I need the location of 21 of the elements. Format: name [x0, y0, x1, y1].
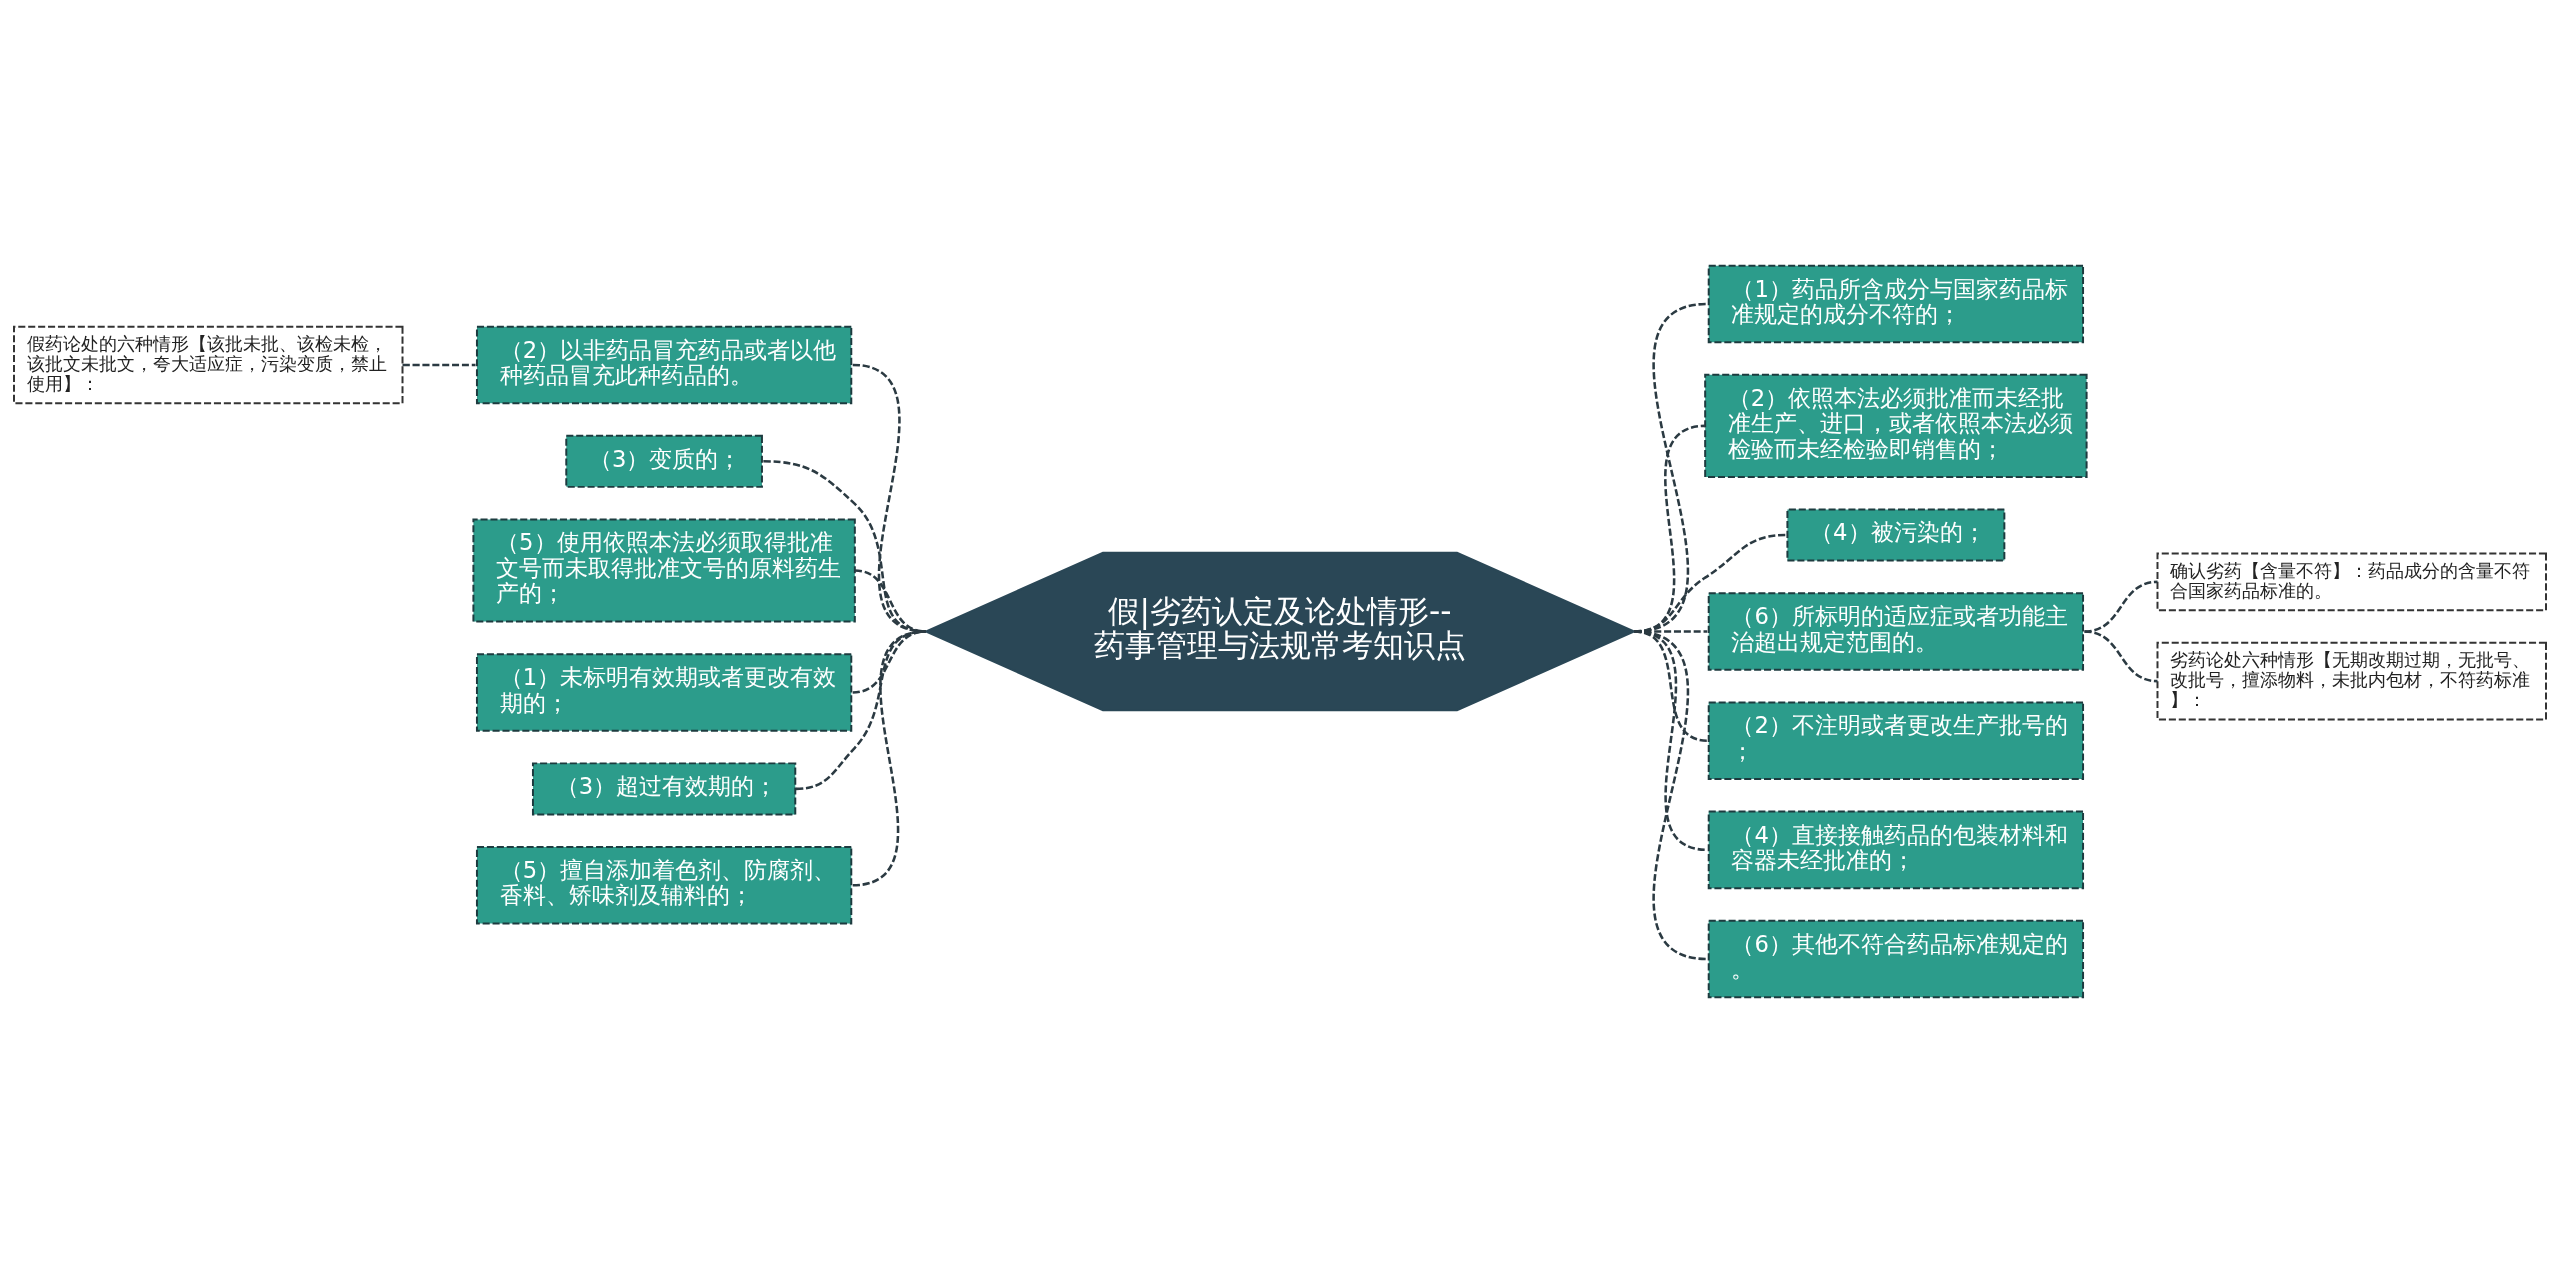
node-box: （2）不注明或者更改生产批号的； — [1707, 700, 2085, 780]
connector — [852, 629, 926, 887]
connector — [1634, 629, 1708, 960]
connector — [2084, 629, 2158, 682]
node-box: （4）直接接触药品的包装材料和容器未经批准的； — [1707, 810, 2085, 889]
node-box: 劣药论处六种情形【无期改期过期，无批号、改批号，擅添物料，未批内包材，不符药标准】： — [2156, 641, 2547, 720]
connector — [795, 629, 926, 790]
node-box: （3）变质的； — [565, 434, 763, 488]
node-box: （5）使用依照本法必须取得批准文号而未取得批准文号的原料药生产的； — [472, 518, 856, 623]
node-box: （6）其他不符合药品标准规定的。 — [1707, 919, 2085, 998]
node-box: 假药论处的六种情形【该批未批、该检未检，该批文未批文，夸大适应症，污染变质，禁止使用】： — [13, 325, 404, 404]
node-box: （5）擅自添加着色剂、防腐剂、香料、矫味剂及辅料的； — [475, 845, 853, 925]
node-box: （2）依照本法必须批准而未经批准生产、进口，或者依照本法必须检验而未经检验即销售的； — [1704, 373, 2088, 478]
connector — [402, 363, 476, 366]
node-box: 确认劣药【含量不符】：药品成分的含量不符合国家药品标准的。 — [2156, 552, 2547, 611]
node-box: （1）未标明有效期或者更改有效期的； — [475, 652, 853, 732]
node-box: （4）被污染的； — [1786, 508, 2006, 562]
node-box: （2）以非药品冒充药品或者以他种药品冒充此种药品的。 — [475, 325, 853, 404]
node-box: （3）超过有效期的； — [531, 761, 797, 815]
node-box: （1）药品所含成分与国家药品标准规定的成分不符的； — [1707, 264, 2085, 343]
node-box: （6）所标明的适应症或者功能主治超出规定范围的。 — [1707, 591, 2085, 671]
